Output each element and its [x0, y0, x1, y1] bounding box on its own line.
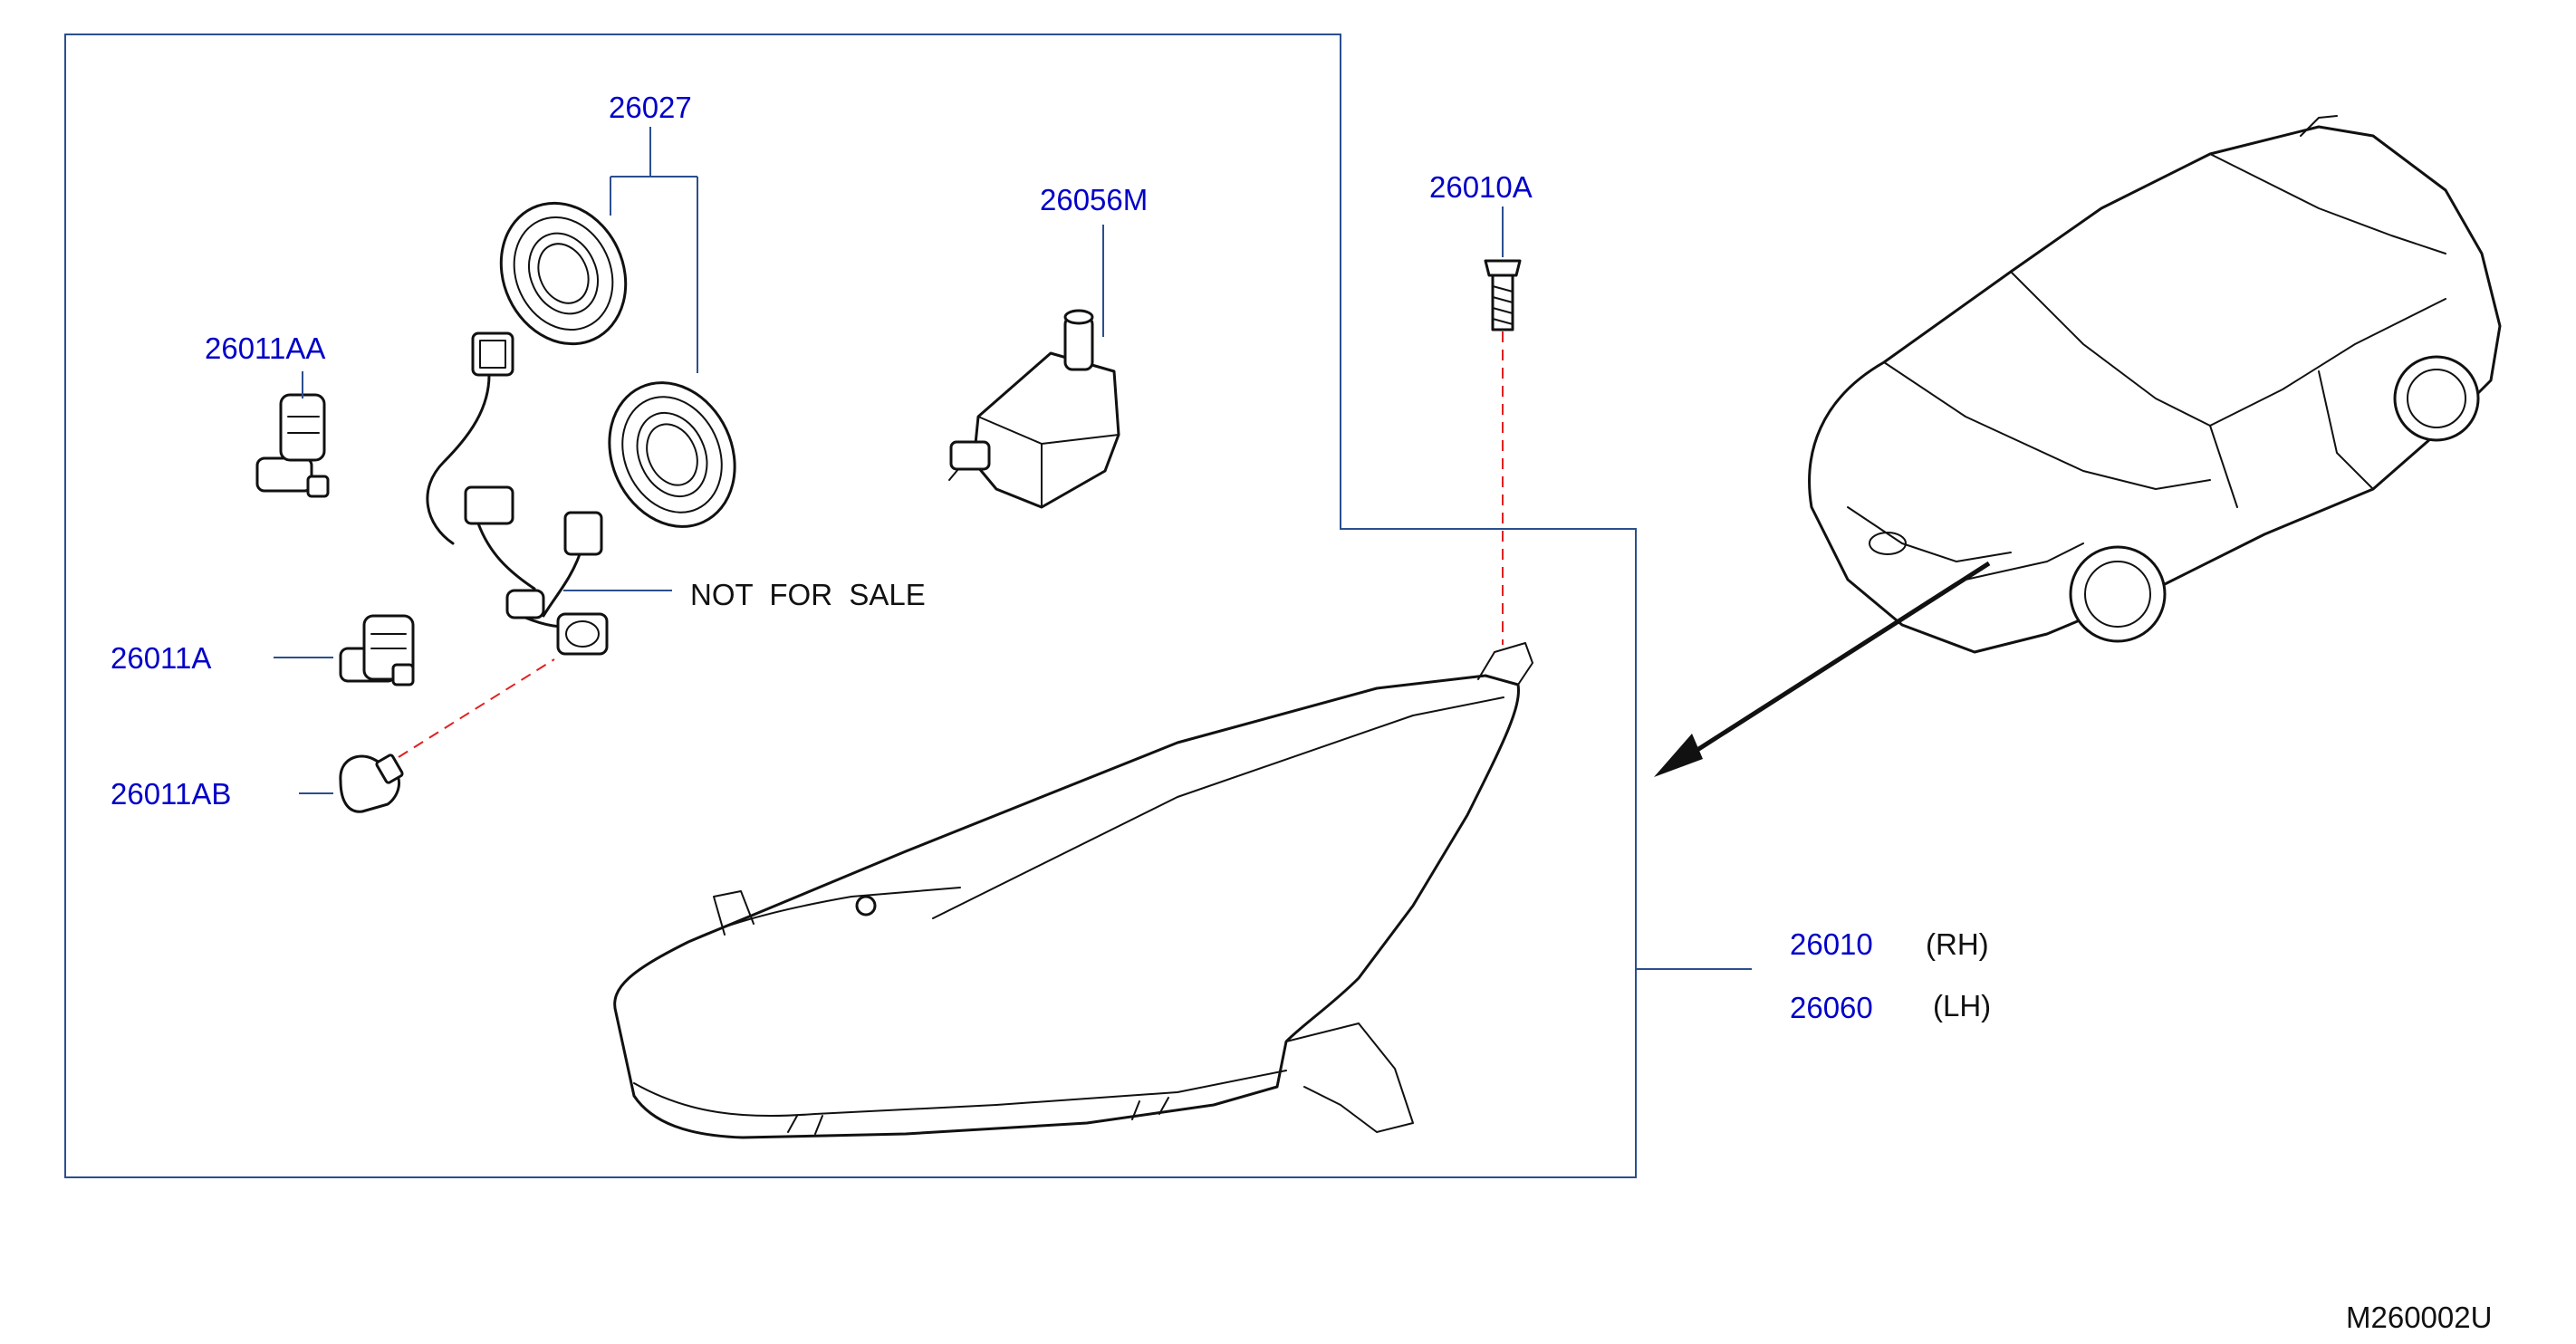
leader-26027	[610, 127, 698, 373]
part-number-26060: 26060	[1790, 991, 1873, 1024]
bulb-26011AB	[339, 754, 404, 813]
lh-side-label: (LH)	[1933, 989, 1991, 1022]
part-number-26011A: 26011A	[111, 641, 211, 675]
rh-side-label: (RH)	[1926, 927, 1989, 961]
screw	[1484, 259, 1522, 331]
location-arrow-head	[1654, 734, 1703, 777]
part-number-26011AA: 26011AA	[205, 331, 325, 365]
bulb-26011AA	[255, 393, 330, 498]
part-number-26010: 26010	[1790, 927, 1873, 961]
bulb-mount-line	[398, 658, 555, 758]
assembly-frame	[64, 34, 1637, 1178]
part-number-26056M: 26056M	[1040, 183, 1148, 216]
seal-ring-lower	[608, 381, 736, 528]
wiring-harness	[426, 331, 609, 656]
bulb-26011A	[339, 614, 415, 686]
headlamp-assembly	[613, 642, 1533, 1139]
part-number-26011AB: 26011AB	[111, 777, 231, 811]
leveling-motor	[948, 309, 1120, 509]
part-number-26010A: 26010A	[1429, 170, 1533, 204]
vehicle-illustration	[1808, 115, 2502, 654]
diagram-code: M260002U	[2346, 1301, 2492, 1334]
part-number-26027: 26027	[609, 91, 692, 124]
not-for-sale-note: NOT FOR SALE	[690, 578, 926, 611]
seal-ring-upper	[499, 201, 628, 346]
location-arrow-shaft	[1676, 561, 1991, 765]
